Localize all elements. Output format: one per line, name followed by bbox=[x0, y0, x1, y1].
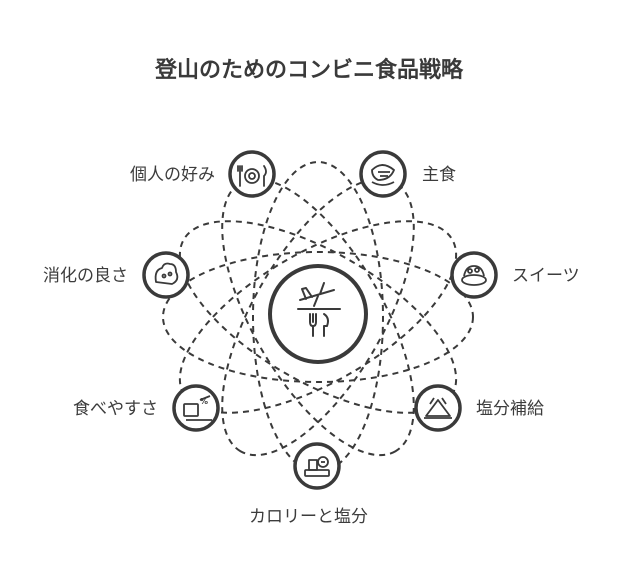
label-calorie-salt: カロリーと塩分 bbox=[249, 507, 368, 527]
orbit-ellipse-1 bbox=[162, 251, 474, 383]
plate-fork-knife-icon bbox=[237, 165, 267, 187]
svg-text:%: % bbox=[200, 397, 208, 406]
node-calorie-salt bbox=[293, 442, 341, 490]
orbit-ellipse-5 bbox=[221, 177, 415, 457]
label-personal-preference: 個人の好み bbox=[130, 165, 215, 185]
orbit-ellipse-3 bbox=[221, 177, 415, 457]
cake-icon bbox=[461, 265, 487, 286]
label-ease-of-eating: 食べやすさ bbox=[73, 399, 158, 419]
label-salt-supply: 塩分補給 bbox=[476, 399, 544, 419]
percent-box-icon: % bbox=[183, 395, 212, 421]
node-main-food bbox=[359, 150, 407, 198]
center-hub bbox=[268, 264, 368, 364]
stomach-icon bbox=[154, 262, 179, 285]
node-sweets bbox=[450, 251, 498, 299]
label-sweets: スイーツ bbox=[512, 266, 580, 286]
node-digestibility bbox=[142, 251, 190, 299]
node-salt-supply bbox=[414, 384, 462, 432]
salt-pile-icon bbox=[424, 397, 452, 419]
airplane-and-fork-knife-icon bbox=[297, 282, 341, 337]
label-digestibility: 消化の良さ bbox=[43, 266, 128, 286]
node-ease-of-eating: % bbox=[172, 384, 220, 432]
node-personal-preference bbox=[228, 150, 276, 198]
rice-ball-icon bbox=[371, 164, 395, 186]
label-main-food: 主食 bbox=[422, 165, 456, 185]
scale-icon bbox=[304, 456, 330, 477]
page-title: 登山のためのコンビニ食品戦略 bbox=[154, 58, 463, 83]
